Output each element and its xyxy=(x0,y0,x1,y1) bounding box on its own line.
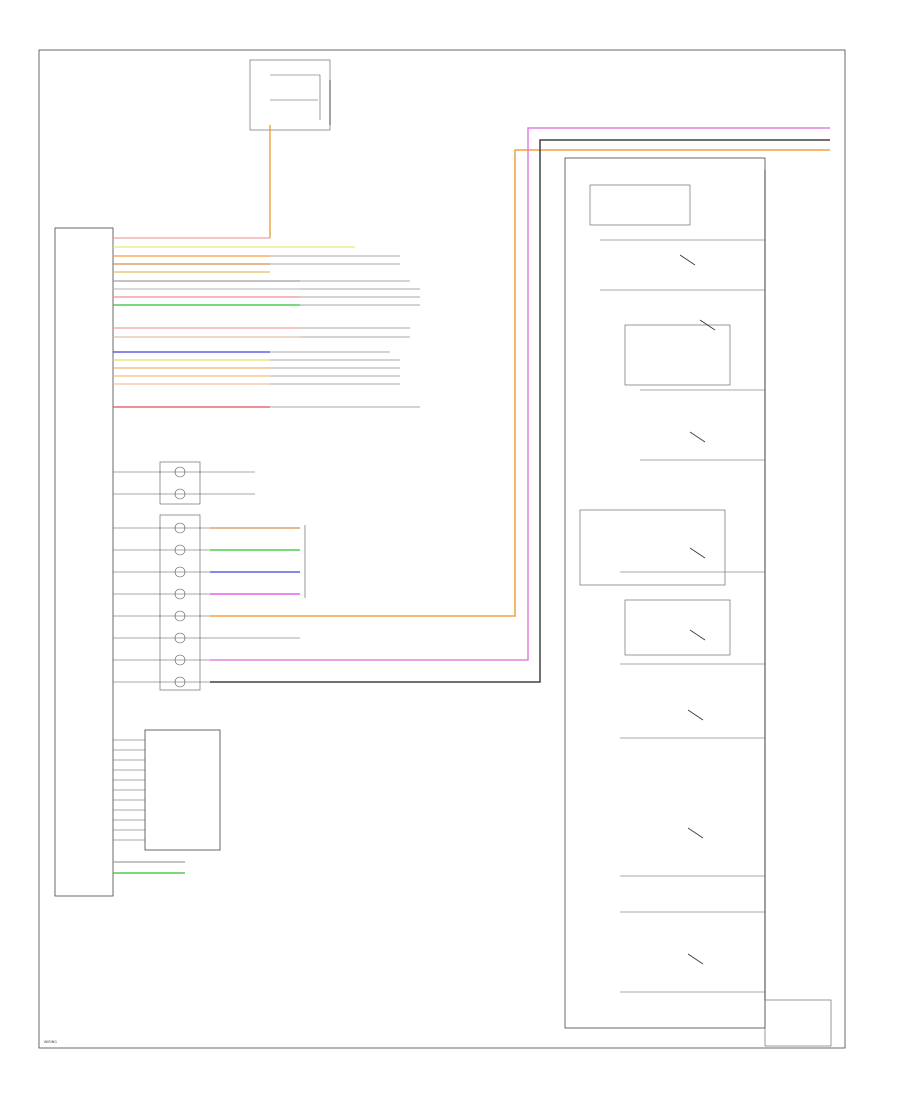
steering-wheel-switch-assembly xyxy=(564,157,766,1029)
lower-control-module xyxy=(144,729,221,851)
clock-spring-wires xyxy=(113,522,306,688)
wire-orange-route xyxy=(210,149,830,617)
switch-boxes xyxy=(579,184,731,656)
wire-violet-route xyxy=(210,127,830,661)
footer-code: WIRING xyxy=(44,1040,57,1044)
top-connector-wires xyxy=(113,237,420,408)
wire-dark-route xyxy=(210,139,830,683)
switch-contacts xyxy=(600,239,765,993)
clock-spring-connector xyxy=(113,461,255,691)
lower-module-pins xyxy=(113,739,145,841)
bottom-left-wires xyxy=(113,861,185,874)
fuse-block xyxy=(249,59,331,131)
steering-column-module xyxy=(54,227,114,897)
right-label-box xyxy=(764,999,832,1047)
diagram-frame xyxy=(38,49,846,1049)
